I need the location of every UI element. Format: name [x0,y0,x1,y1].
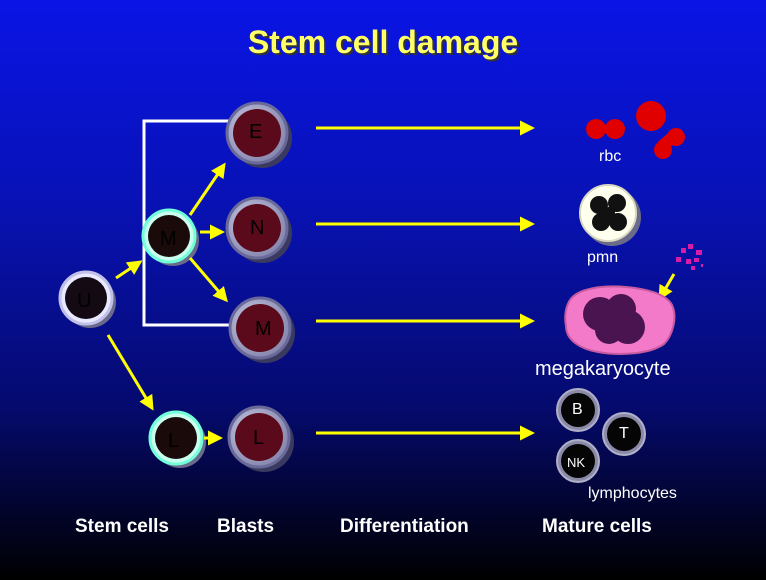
lymphocytes-label: lymphocytes [588,485,677,502]
lymphocyte-label-b: B [572,401,583,418]
blast-label-n: N [250,217,265,239]
blast-label-m: M [255,318,272,340]
arrow-m-to-m [188,257,228,303]
blast-cell-m [228,296,295,363]
stem-cell-m [141,208,199,266]
rbc-cells [586,101,685,159]
blast-compartment-bracket [142,119,236,327]
platelets [676,244,703,270]
megakaryocyte-cell [564,285,676,355]
pmn-label: pmn [587,249,619,266]
stem-cell-l [148,410,206,468]
megakaryocyte-label: megakaryocyte [535,358,671,380]
column-label-blasts: Blasts [217,516,275,537]
stem-label-m: M [160,228,177,250]
lymphocyte-label-nk: NK [567,455,586,470]
arrow-u-to-m [115,260,143,280]
lymphocyte-b [556,388,600,432]
column-label-mature-cells: Mature cells [542,516,652,537]
stem-cell-u [58,270,116,328]
lymphocyte-label-t: T [619,425,629,442]
lymphocyte-t [602,412,646,456]
stem-label-l: L [168,430,180,452]
blast-cell-n [225,196,292,263]
platelet-arrow [658,273,676,301]
arrow-u-to-l [106,334,154,411]
blast-cell-l [227,405,294,472]
blast-label-l: L [253,427,265,449]
stem-label-u: U [77,290,92,312]
column-label-differentiation: Differentiation [340,516,469,537]
slide-title: Stem cell damage [247,24,519,60]
arrow-m-to-e [188,162,226,216]
column-label-stem-cells: Stem cells [75,516,169,537]
blast-label-e: E [249,121,263,143]
pmn-cell [579,184,641,246]
lymphocyte-nk [556,439,600,483]
rbc-label: rbc [599,148,622,165]
blast-cell-e [225,101,292,168]
